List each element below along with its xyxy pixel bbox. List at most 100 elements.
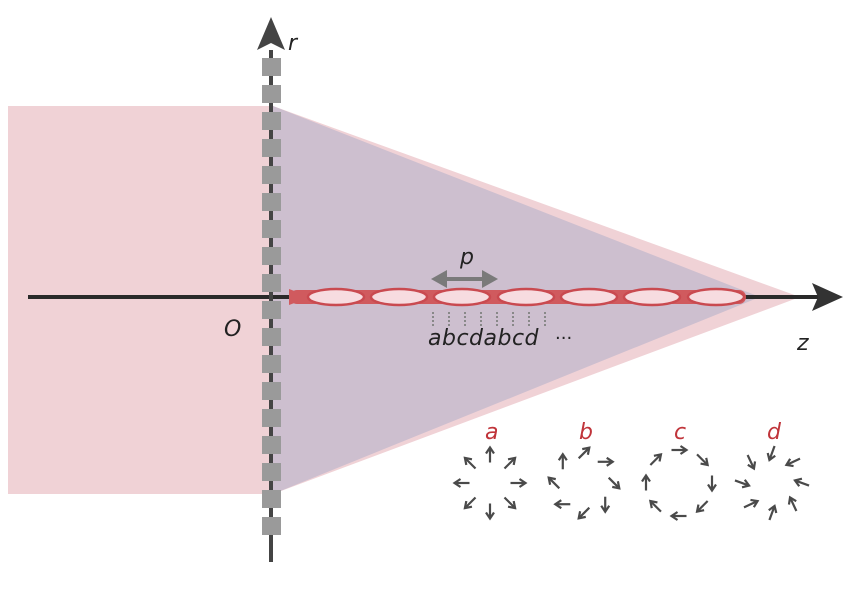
polarization-arrowhead xyxy=(452,478,462,488)
polarization-arrow xyxy=(734,479,750,487)
metasurface-cell xyxy=(262,355,281,373)
polarization-arrowhead xyxy=(787,495,797,505)
metasurface-cell xyxy=(262,139,281,157)
polarization-arrowhead xyxy=(648,499,658,509)
focal-spot xyxy=(686,287,746,307)
polarization-arrowhead xyxy=(485,511,495,521)
metasurface-cell xyxy=(262,301,281,319)
polarization-arrow xyxy=(607,476,621,490)
polarization-arrow xyxy=(794,479,810,487)
polarization-arrowhead xyxy=(653,452,663,462)
focal-spot xyxy=(622,287,682,307)
polarization-label-b: b xyxy=(579,420,593,445)
period-arrow xyxy=(431,270,498,288)
polarization-arrow xyxy=(649,500,662,513)
polarization-arrowhead xyxy=(606,456,615,467)
polarization-arrowhead xyxy=(766,452,776,462)
polarization-arrow xyxy=(649,453,662,466)
metasurface-cell xyxy=(262,247,281,265)
metasurface-cell xyxy=(262,166,281,184)
polarization-arrowhead xyxy=(463,500,473,510)
polarization-arrow xyxy=(464,496,477,509)
sequence-label: abcdabcd xyxy=(428,326,540,351)
polarization-c: c xyxy=(641,420,717,521)
polarization-arrowhead xyxy=(507,500,517,510)
polarization-arrow xyxy=(503,496,516,509)
metasurface-cell xyxy=(262,58,281,76)
sequence-ellipsis: ··· xyxy=(555,328,572,349)
metasurface-cell xyxy=(262,517,281,535)
polarization-arrow xyxy=(746,454,755,470)
polarization-arrow xyxy=(696,500,709,513)
polarization-arrowhead xyxy=(557,452,568,461)
focal-spot xyxy=(559,287,619,307)
metasurface-cell xyxy=(262,463,281,481)
metasurface-cell xyxy=(262,436,281,454)
polarization-a: a xyxy=(452,420,528,521)
polarization-arrowhead xyxy=(463,456,473,466)
polarization-arrowhead xyxy=(577,511,586,520)
polarization-arrow xyxy=(768,505,776,521)
focal-spot xyxy=(306,287,366,307)
metasurface-cell xyxy=(262,328,281,346)
polarization-label-d: d xyxy=(767,420,782,445)
focal-spot xyxy=(432,287,492,307)
polarization-arrowhead xyxy=(507,456,517,466)
polarization-arrowhead xyxy=(518,478,528,488)
focal-spot xyxy=(496,287,556,307)
metasurface-cell xyxy=(262,409,281,427)
z-axis-arrowhead xyxy=(812,283,843,311)
polarization-arrowhead xyxy=(553,499,562,510)
metasurface-cell xyxy=(262,220,281,238)
origin-label: O xyxy=(224,317,241,342)
polarization-label-c: c xyxy=(674,420,686,445)
polarization-arrow xyxy=(464,457,477,470)
polarization-arrowhead xyxy=(707,483,717,493)
polarization-arrowhead xyxy=(679,445,689,455)
polarization-arrowhead xyxy=(485,445,495,455)
focal-spot xyxy=(369,287,429,307)
period-label: p xyxy=(459,245,474,270)
polarization-arrowhead xyxy=(547,476,556,485)
polarization-arrow xyxy=(785,457,801,466)
polarization-b: b xyxy=(547,420,621,520)
polarization-arrowhead xyxy=(700,457,710,467)
polarization-arrowhead xyxy=(784,458,794,468)
polarization-arrow xyxy=(789,496,798,512)
metasurface-cell xyxy=(262,112,281,130)
polarization-arrow xyxy=(577,446,591,460)
metasurface-cell xyxy=(262,193,281,211)
polarization-arrowhead xyxy=(641,473,651,483)
polarization-arrowhead xyxy=(669,511,679,521)
focal-line-start xyxy=(289,289,300,305)
polarization-arrowhead xyxy=(747,461,757,471)
polarization-arrow xyxy=(577,506,591,520)
polarization-arrow xyxy=(696,453,709,466)
polarization-arrowhead xyxy=(695,504,705,514)
polarization-arrow xyxy=(743,500,759,509)
focal-line xyxy=(289,287,746,307)
r-axis-arrowhead xyxy=(257,17,285,50)
metasurface-cell xyxy=(262,85,281,103)
polarization-arrowhead xyxy=(582,446,591,455)
metasurface xyxy=(262,58,281,535)
metasurface-cell xyxy=(262,382,281,400)
polarization-d: d xyxy=(734,420,810,521)
position-markers xyxy=(432,312,546,328)
polarization-arrow xyxy=(768,445,776,461)
polarization-arrow xyxy=(503,457,516,470)
metasurface-cell xyxy=(262,490,281,508)
polarization-arrowhead xyxy=(741,479,751,489)
polarization-arrowhead xyxy=(600,505,611,514)
z-axis-label: z xyxy=(796,331,809,356)
polarization-arrowhead xyxy=(750,498,760,508)
polarization-insets: a b c d xyxy=(452,420,810,521)
polarization-arrowhead xyxy=(768,504,778,514)
polarization-arrow xyxy=(547,476,561,490)
metasurface-cell xyxy=(262,274,281,292)
polarization-arrowhead xyxy=(793,477,803,487)
polarization-arrowhead xyxy=(612,481,621,490)
r-axis-label: r xyxy=(288,31,299,56)
polarization-label-a: a xyxy=(485,420,498,445)
